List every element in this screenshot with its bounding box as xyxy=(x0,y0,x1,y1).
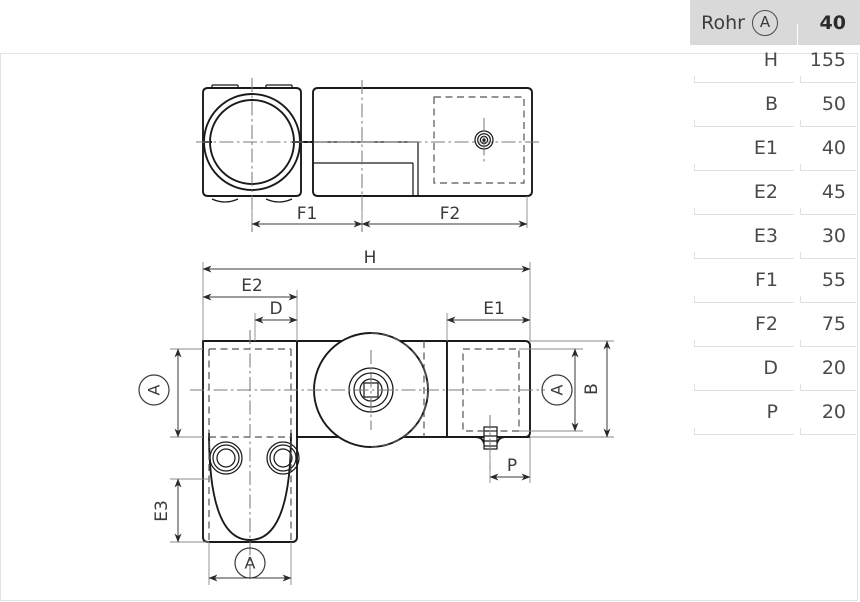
row-separator-left xyxy=(694,120,794,127)
row-separator-right xyxy=(800,76,856,83)
table-row: F1 55 xyxy=(690,265,860,309)
row-label: F1 xyxy=(754,269,778,291)
table-row: E1 40 xyxy=(690,133,860,177)
dim-e2-label: E2 xyxy=(241,276,263,296)
spec-table-header: Rohr A 40 xyxy=(690,0,860,45)
row-value: 55 xyxy=(821,269,846,291)
row-separator-left xyxy=(694,384,794,391)
row-separator-left xyxy=(694,208,794,215)
row-label: D xyxy=(763,357,778,379)
page-border xyxy=(0,53,858,601)
tube-size-badge-icon: A xyxy=(752,9,778,36)
table-row: E3 30 xyxy=(690,221,860,265)
spec-header-title: Rohr xyxy=(701,11,745,34)
row-label: F2 xyxy=(754,313,778,335)
table-row: E2 45 xyxy=(690,177,860,221)
row-separator-right xyxy=(800,120,856,127)
row-separator-right xyxy=(800,164,856,171)
row-separator-right xyxy=(800,428,856,435)
row-label: E1 xyxy=(753,137,778,159)
table-row: B 50 xyxy=(690,89,860,133)
header-divider xyxy=(797,24,798,45)
spec-header-label-group: Rohr A xyxy=(690,9,784,36)
row-value: 50 xyxy=(821,93,846,115)
row-separator-left xyxy=(694,252,794,259)
row-label: B xyxy=(764,93,778,115)
dim-d-label: D xyxy=(269,299,282,319)
technical-drawing: .solid { fill:none; stroke:#1a1a1a; stro… xyxy=(138,78,614,585)
row-label: E3 xyxy=(753,225,778,247)
row-separator-left xyxy=(694,76,794,83)
front-view: H E2 D E1 B A A E3 xyxy=(138,248,614,585)
row-value: 30 xyxy=(821,225,846,247)
row-separator-left xyxy=(694,428,794,435)
row-separator-right xyxy=(800,252,856,259)
callout-a-left: A xyxy=(145,384,164,395)
top-view: F1 F2 xyxy=(196,78,540,232)
row-separator-right xyxy=(800,384,856,391)
bolt-hole-left xyxy=(209,441,243,475)
table-row: P 20 xyxy=(690,397,860,441)
spec-table-rows: H 155 B 50 E1 40 E2 45 xyxy=(690,45,860,441)
callout-a-right: A xyxy=(548,384,567,395)
dim-e1-label: E1 xyxy=(483,299,505,319)
row-value: 20 xyxy=(821,357,846,379)
row-label: E2 xyxy=(753,181,778,203)
row-value: 45 xyxy=(821,181,846,203)
dim-b-label: B xyxy=(582,383,602,395)
row-separator-left xyxy=(694,296,794,303)
dim-p-label: P xyxy=(507,456,517,476)
row-separator-right xyxy=(800,208,856,215)
table-row: H 155 xyxy=(690,45,860,89)
callout-a-bottom: A xyxy=(245,554,256,573)
spec-table: Rohr A 40 H 155 B 50 E1 40 xyxy=(690,0,860,460)
row-separator-right xyxy=(800,340,856,347)
row-value: 40 xyxy=(821,137,846,159)
row-value: 155 xyxy=(809,49,846,71)
table-row: D 20 xyxy=(690,353,860,397)
dim-h-label: H xyxy=(364,248,377,268)
dim-e3-label: E3 xyxy=(152,500,172,522)
dim-f1-label: F1 xyxy=(297,204,318,224)
row-value: 20 xyxy=(821,401,846,423)
table-row: F2 75 xyxy=(690,309,860,353)
row-value: 75 xyxy=(821,313,846,335)
row-separator-left xyxy=(694,164,794,171)
spec-header-value: 40 xyxy=(819,11,846,34)
bolt-hole-right xyxy=(266,441,300,475)
dim-f2-label: F2 xyxy=(440,204,461,224)
row-separator-right xyxy=(800,296,856,303)
row-label: P xyxy=(766,401,778,423)
row-label: H xyxy=(763,49,778,71)
row-separator-left xyxy=(694,340,794,347)
